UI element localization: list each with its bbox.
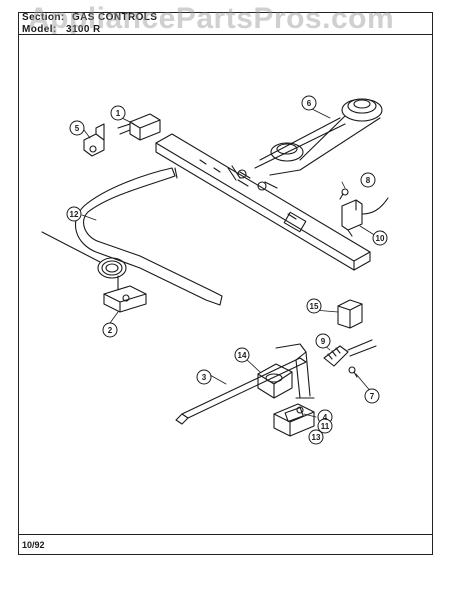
model-value: 3100 R [66, 24, 101, 35]
callout-label-6: 6 [307, 99, 312, 108]
callout-label-13: 13 [312, 433, 321, 442]
callout-label-10: 10 [376, 234, 385, 243]
callout-circle-14 [234, 347, 250, 363]
section-label: Section: [22, 12, 65, 23]
callout-circle-6 [301, 95, 317, 111]
callout-label-12: 12 [70, 210, 79, 219]
callout-label-15: 15 [310, 302, 319, 311]
manifold-bracket [155, 133, 371, 271]
switch-housing [273, 403, 315, 437]
date-code: 10/92 [22, 540, 45, 550]
screw-8 [339, 188, 349, 200]
callout-circle-2 [102, 322, 118, 338]
igniter-connector [323, 339, 377, 367]
footer-divider [18, 534, 433, 535]
callout-label-9: 9 [321, 337, 326, 346]
igniter-bracket [341, 197, 389, 237]
section-value: GAS CONTROLS [72, 12, 158, 23]
callout-label-1: 1 [116, 109, 121, 118]
callout-circle-5 [69, 120, 85, 136]
callout-circle-8 [360, 172, 376, 188]
callout-circle-11 [317, 418, 333, 434]
callout-circle-15 [306, 298, 322, 314]
pilot-fitting [117, 113, 161, 141]
callout-label-5: 5 [75, 124, 80, 133]
callout-circle-3 [196, 369, 212, 385]
callout-label-8: 8 [366, 176, 371, 185]
leader-lines [81, 107, 377, 418]
callout-label-4: 4 [323, 413, 328, 422]
callout-label-2: 2 [108, 326, 113, 335]
small-bracket [83, 123, 105, 157]
callout-circle-1 [110, 105, 126, 121]
callout-circle-10 [372, 230, 388, 246]
callout-label-14: 14 [238, 351, 247, 360]
callout-label-11: 11 [321, 422, 330, 431]
burner-assembly [227, 98, 383, 191]
callout-circle-13 [308, 429, 324, 445]
gas-tube [75, 167, 223, 306]
callout-circle-9 [315, 333, 331, 349]
screw-7 [348, 366, 358, 378]
callout-circle-7 [364, 388, 380, 404]
model-label: Model: [22, 24, 57, 35]
thermostat-bulb [41, 231, 147, 313]
callout-label-3: 3 [202, 373, 207, 382]
watermark-text: AppliancePartsPros.com [28, 2, 395, 35]
valve-base [257, 363, 293, 399]
callout-circle-12 [66, 206, 82, 222]
control-block [337, 299, 363, 329]
callout-label-7: 7 [370, 392, 375, 401]
header-divider [18, 34, 433, 35]
control-rod [175, 343, 315, 425]
diagram-frame [18, 12, 433, 555]
